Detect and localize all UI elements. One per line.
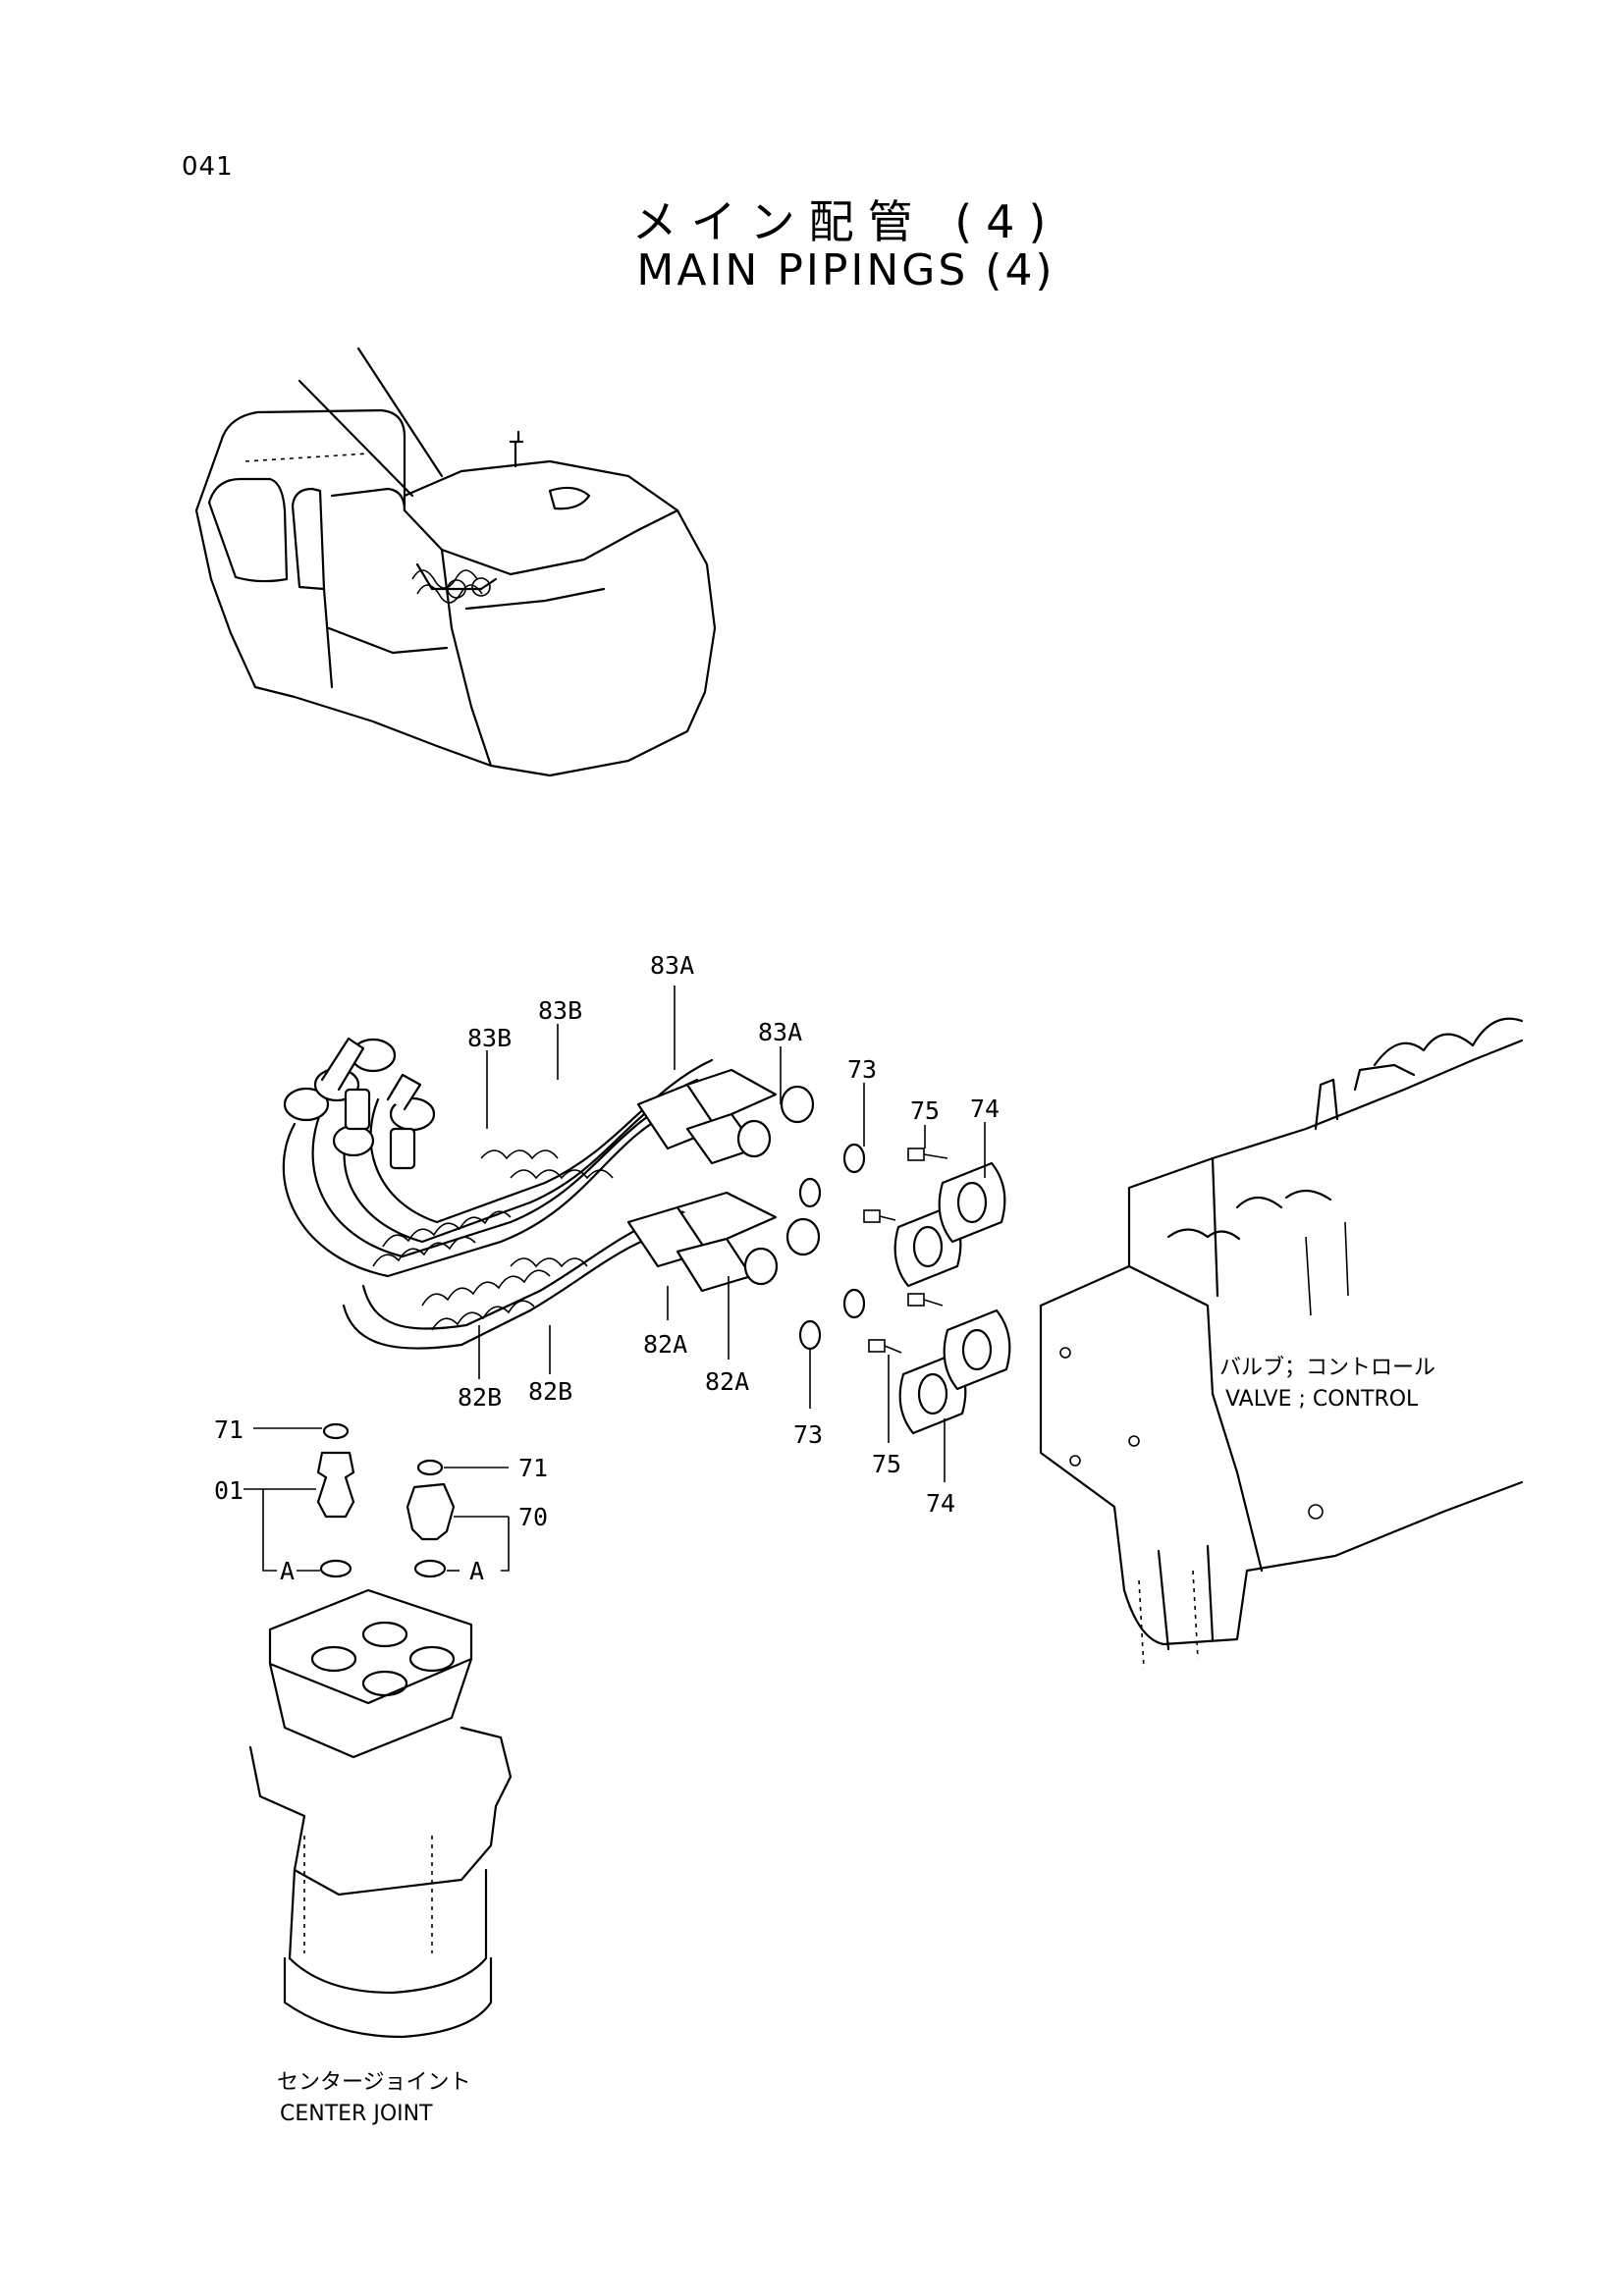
callout-82B-left: 82B (458, 1383, 502, 1412)
callout-73-top: 73 (847, 1055, 877, 1084)
callout-A-right: A (469, 1557, 484, 1585)
callout-73-bottom: 73 (793, 1420, 823, 1449)
control-valve-illustration (1039, 1017, 1524, 1670)
valve-label-english: VALVE ; CONTROL (1225, 1387, 1419, 1412)
callout-01: 01 (214, 1476, 243, 1505)
center-joint-illustration (248, 1588, 513, 2039)
callout-leaders (478, 986, 986, 1482)
callout-82A-left: 82A (643, 1330, 687, 1359)
callout-71-left: 71 (214, 1415, 243, 1444)
callout-83A-top: 83A (650, 951, 694, 980)
callout-70: 70 (518, 1503, 548, 1531)
center-joint-label-japanese: センタージョイント (277, 2070, 471, 2095)
callout-83A-right: 83A (758, 1018, 802, 1046)
excavator-overview-illustration (194, 347, 717, 777)
callout-82A-right: 82A (705, 1367, 749, 1396)
callout-82B-right: 82B (528, 1377, 572, 1406)
title-english: MAIN PIPINGS (4) (636, 245, 1055, 295)
valve-label-japanese: バルブ；コントロール (1219, 1356, 1435, 1380)
center-joint-fittings (243, 1422, 510, 1578)
callout-83B-left: 83B (467, 1024, 512, 1052)
title-japanese: メイン配管 (4) (631, 195, 1060, 248)
callout-71-right: 71 (518, 1454, 548, 1482)
callout-A-left: A (280, 1557, 295, 1585)
page-number: 041 (182, 152, 234, 182)
callout-83B-right: 83B (538, 996, 582, 1025)
center-joint-label-english: CENTER JOINT (280, 2102, 433, 2126)
callout-74-top: 74 (970, 1095, 1000, 1123)
callout-75-top: 75 (910, 1096, 940, 1125)
callout-75-bottom: 75 (872, 1450, 901, 1478)
callout-74-bottom: 74 (926, 1489, 955, 1518)
hose-assembly (282, 1037, 1011, 1435)
